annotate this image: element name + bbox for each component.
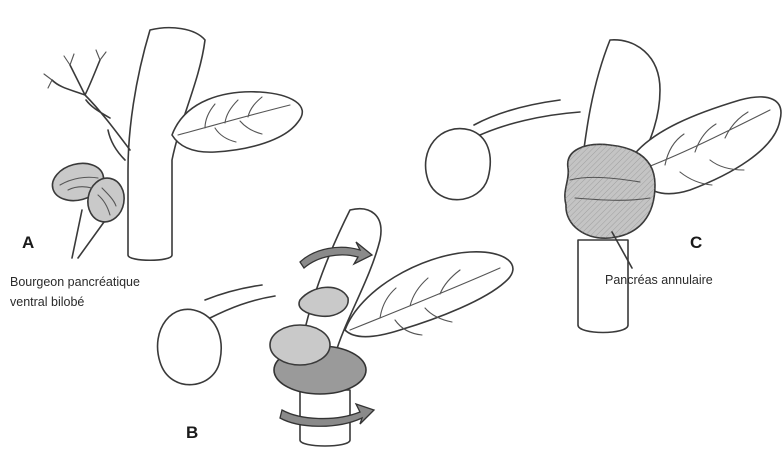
panel-b-gallbladder xyxy=(158,309,222,384)
panel-a: A Bourgeon pancréatique ventral bilobé xyxy=(10,28,302,309)
panel-c-caption: Pancréas annulaire xyxy=(605,273,713,287)
panel-a-caption-line1: Bourgeon pancréatique xyxy=(10,275,140,289)
panel-c-gallbladder xyxy=(426,129,491,200)
panel-b-letter: B xyxy=(186,423,198,442)
panel-c-annular-pancreas-hatch xyxy=(565,144,655,238)
panel-a-bile-ducts xyxy=(52,60,130,160)
panel-c-cystic-duct xyxy=(474,100,580,135)
panel-a-letter: A xyxy=(22,233,34,252)
panel-b-ventral-pancreas-top xyxy=(270,325,330,365)
panel-b-ventral-pancreas-back xyxy=(299,287,348,316)
panel-c-letter: C xyxy=(690,233,702,252)
panel-b: B xyxy=(158,209,513,446)
panel-a-caption-line2: ventral bilobé xyxy=(10,295,84,309)
panel-b-cystic-duct xyxy=(205,285,275,318)
